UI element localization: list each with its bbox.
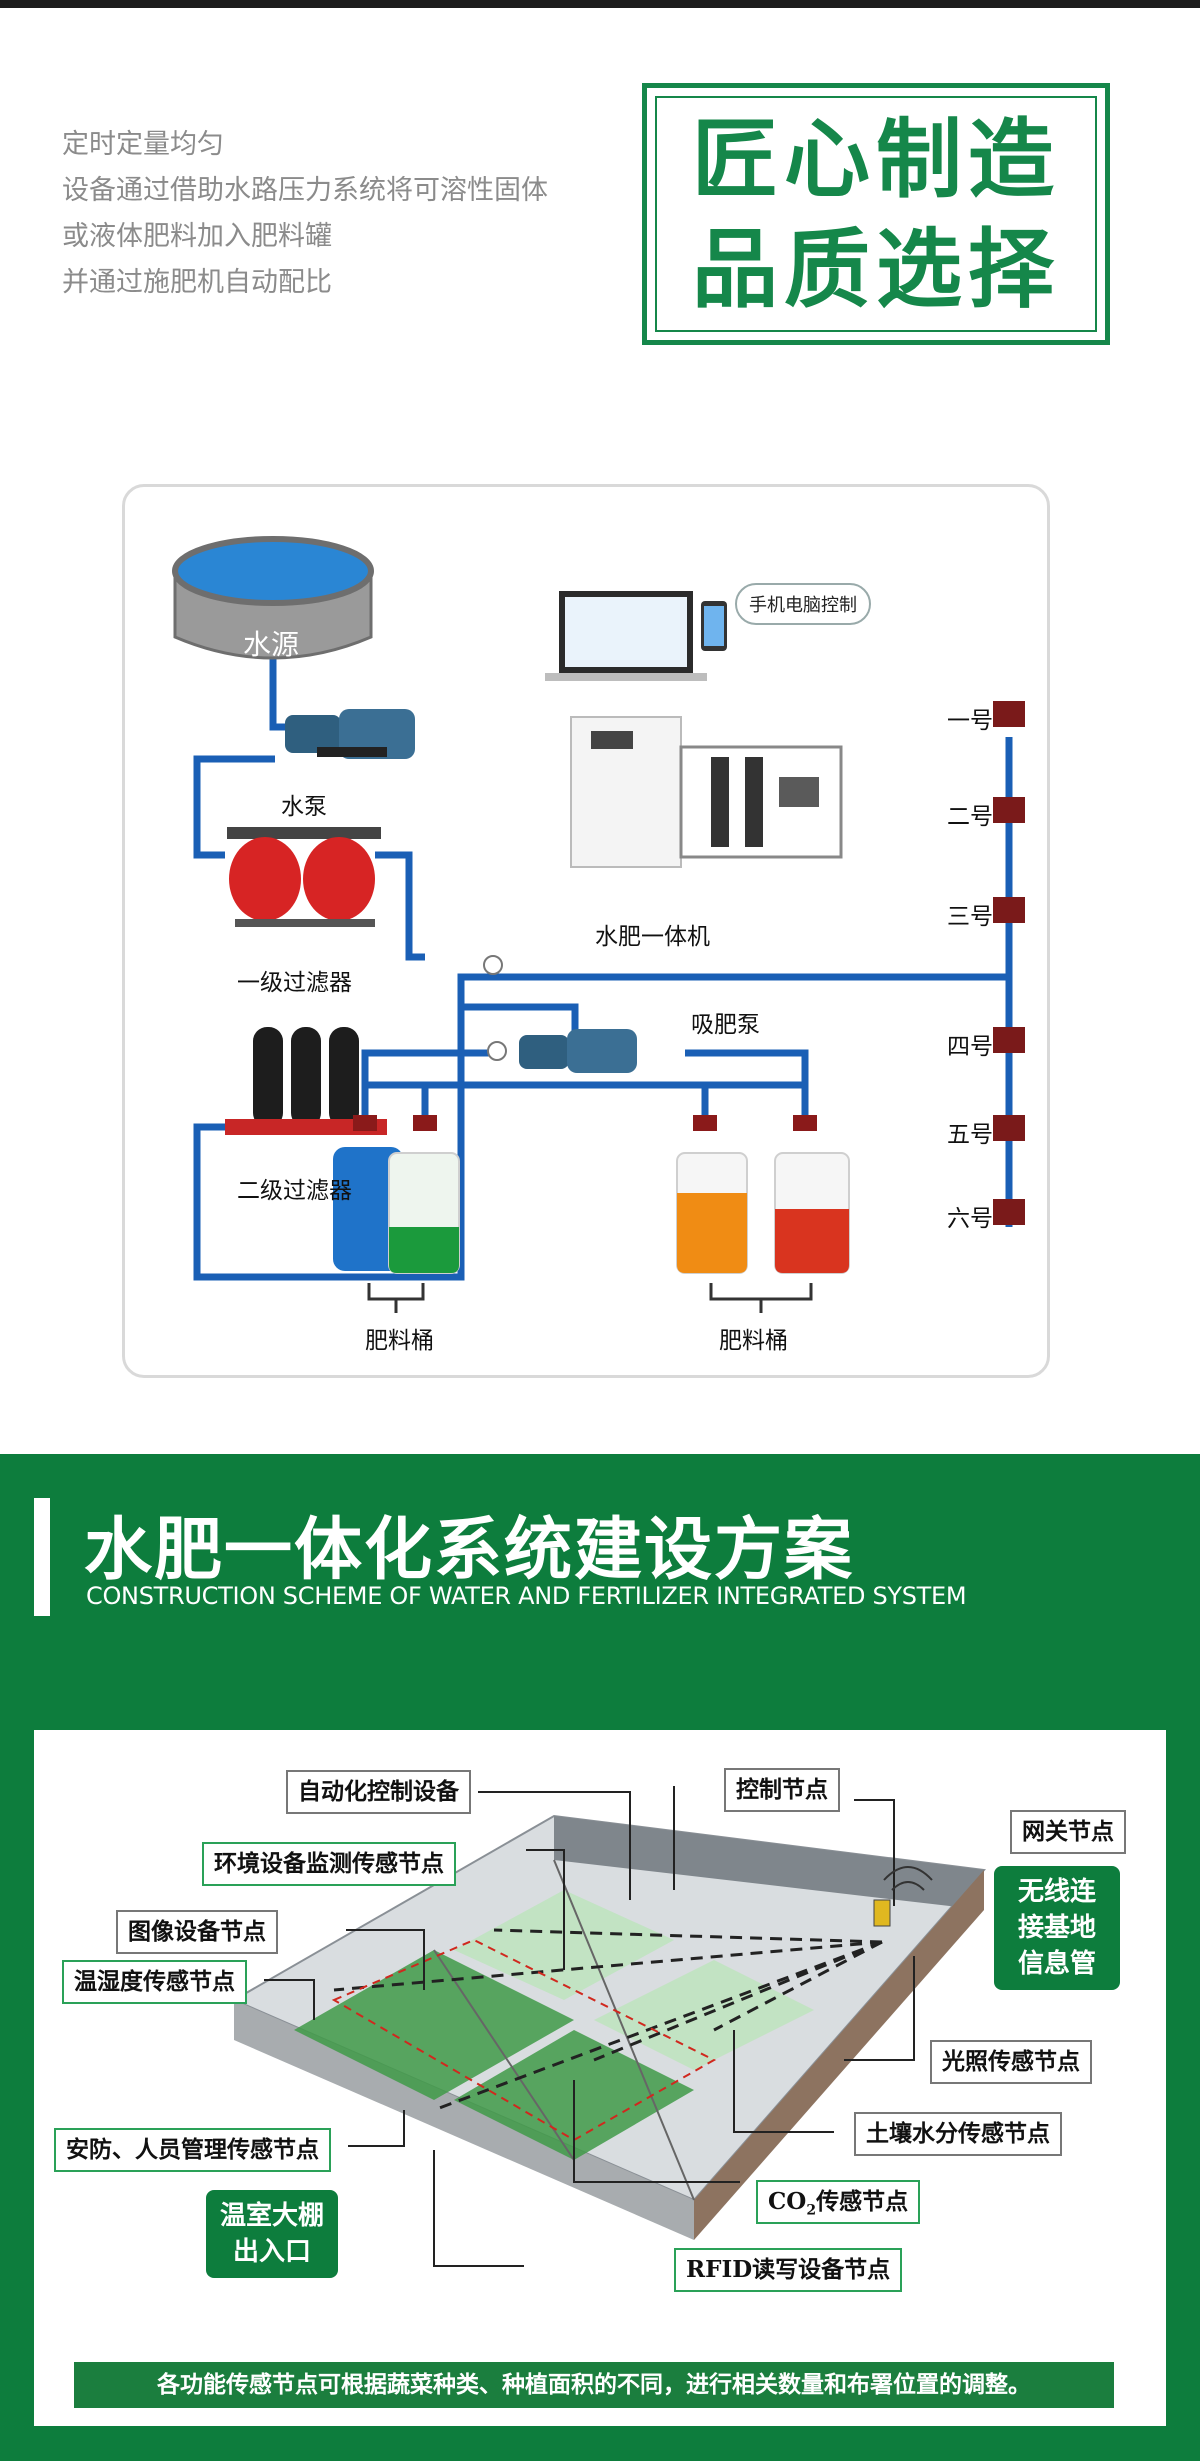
label-image-node: 图像设备节点 <box>116 1910 278 1954</box>
zone-label: 三号 <box>947 904 993 930</box>
fertigation-machine <box>570 716 843 868</box>
scheme-subtitle: CONSTRUCTION SCHEME OF WATER AND FERTILI… <box>86 1582 967 1610</box>
label-co2-sensor: CO2传感节点 <box>756 2180 921 2224</box>
primary-filter <box>227 827 381 927</box>
water-source-tank <box>172 536 374 660</box>
leader-lines <box>264 1786 915 2267</box>
slogan-inner-border <box>655 96 1097 332</box>
gateway-device <box>873 1866 933 1927</box>
greenhouse <box>231 1814 986 2240</box>
label-security: 安防、人员管理传感节点 <box>54 2128 331 2172</box>
computer-and-phone <box>545 591 727 681</box>
fertilizer-tanks <box>333 1147 850 1274</box>
slogan-box: 匠心制造 品质选择 <box>642 83 1110 345</box>
top-bar <box>0 0 1200 8</box>
co2-prefix: CO <box>768 2188 807 2215</box>
irrigation-diagram: 水源 水泵 一级过滤器 二级过滤器 手机电脑控制 水肥一体机 吸肥泵 肥料桶 肥… <box>122 484 1050 1378</box>
suction-pump <box>487 1029 637 1073</box>
label-gateway-node: 网关节点 <box>1010 1810 1126 1854</box>
slogan-line-2: 品质选择 <box>692 220 1060 320</box>
zone-label: 五号 <box>947 1122 993 1148</box>
slogan-line-1: 匠心制造 <box>692 110 1060 210</box>
greenhouse-illustration <box>231 1786 986 2267</box>
intro-text: 定时定量均匀 设备通过借助水路压力系统将可溶性固体 或液体肥料加入肥料罐 并通过… <box>62 122 548 306</box>
entrance-line: 温室大棚 <box>219 2201 324 2231</box>
label-control-node: 控制节点 <box>724 1768 840 1812</box>
greenhouse-scheme: 自动化控制设备 控制节点 网关节点 环境设备监测传感节点 图像设备节点 温湿度传… <box>34 1730 1166 2426</box>
zone-label: 一号 <box>947 708 993 734</box>
tank-label: 肥料桶 <box>719 1328 788 1354</box>
intro-line: 定时定量均匀 <box>62 129 224 160</box>
suction-pump-label: 吸肥泵 <box>691 1012 760 1038</box>
intro-line: 或液体肥料加入肥料罐 <box>62 221 332 252</box>
label-light-sensor: 光照传感节点 <box>930 2040 1092 2084</box>
filter1-label: 一级过滤器 <box>237 970 352 996</box>
sensor-boundary <box>331 1938 717 2142</box>
scheme-note: 各功能传感节点可根据蔬菜种类、种植面积的不同，进行相关数量和布署位置的调整。 <box>74 2362 1114 2408</box>
scheme-title: 水肥一体化系统建设方案 <box>84 1511 855 1590</box>
zone-label: 二号 <box>947 804 993 830</box>
wireless-line: 无线连 <box>1017 1877 1096 1907</box>
label-rfid: RFID读写设备节点 <box>674 2248 903 2292</box>
water-pump <box>285 709 415 759</box>
filter2-label: 二级过滤器 <box>237 1178 352 1204</box>
label-soil-moisture: 土壤水分传感节点 <box>854 2112 1062 2156</box>
pump-label: 水泵 <box>281 794 327 820</box>
intro-line: 设备通过借助水路压力系统将可溶性固体 <box>62 175 548 206</box>
machine-label: 水肥一体机 <box>595 924 710 950</box>
label-env-monitor: 环境设备监测传感节点 <box>202 1842 456 1886</box>
entrance-box: 温室大棚 出入口 <box>206 2190 338 2278</box>
tank-valves <box>353 1115 817 1131</box>
secondary-filter <box>225 1027 387 1135</box>
title-accent-bar <box>34 1498 50 1616</box>
control-bubble: 手机电脑控制 <box>735 583 871 625</box>
wireless-line: 接基地 <box>1017 1913 1096 1943</box>
entrance-line: 出入口 <box>232 2237 311 2267</box>
co2-suffix: 传感节点 <box>816 2188 909 2215</box>
tank-label: 肥料桶 <box>365 1328 434 1354</box>
zone-label: 六号 <box>947 1206 993 1232</box>
scheme-section: 水肥一体化系统建设方案 CONSTRUCTION SCHEME OF WATER… <box>0 1454 1200 2461</box>
wireless-line: 信息管 <box>1017 1949 1096 1979</box>
zone-label: 四号 <box>947 1034 993 1060</box>
pressure-gauge <box>483 955 503 975</box>
zone-valves <box>993 701 1025 1225</box>
intro-line: 并通过施肥机自动配比 <box>62 267 332 298</box>
water-source-label: 水源 <box>243 628 300 661</box>
wireless-links <box>333 1928 883 2112</box>
label-temp-humidity: 温湿度传感节点 <box>62 1960 247 2004</box>
diagram-illustration <box>172 536 1025 1313</box>
wireless-box: 无线连 接基地 信息管 <box>994 1866 1120 1990</box>
tank-brackets <box>367 1283 813 1313</box>
label-auto-control: 自动化控制设备 <box>286 1770 471 1814</box>
co2-subscript: 2 <box>806 2202 817 2219</box>
